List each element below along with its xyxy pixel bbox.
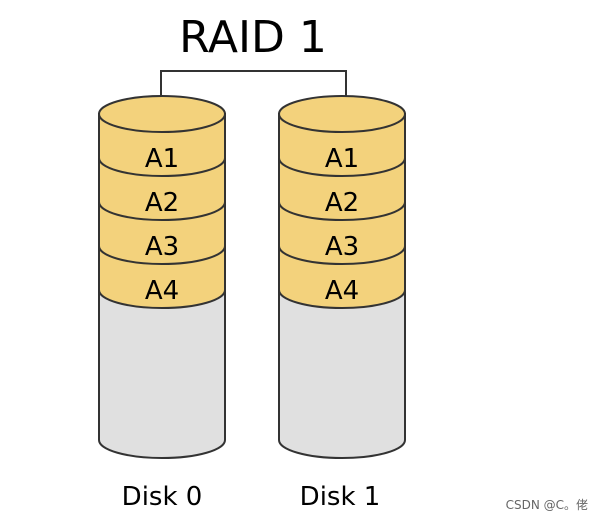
disk-1: A4 A3 A2 A1 (278, 95, 406, 459)
data-block-label: A3 (145, 232, 179, 262)
data-block-label: A4 (145, 276, 179, 306)
data-block-label: A2 (145, 188, 179, 218)
disk-0-label: Disk 0 (122, 482, 203, 512)
disk-empty-space (278, 289, 406, 459)
data-block-label: A1 (325, 144, 359, 174)
watermark: CSDN @C。佬 (505, 498, 588, 512)
disk-top-cap (278, 95, 406, 133)
disk-1-label: Disk 1 (300, 482, 381, 512)
data-block-label: A3 (325, 232, 359, 262)
disk-empty-space (98, 289, 226, 459)
disk-top-cap (98, 95, 226, 133)
disk-0: A4 A3 A2 A1 (98, 95, 226, 459)
data-block-label: A2 (325, 188, 359, 218)
mirror-connector (160, 70, 347, 114)
diagram-title: RAID 1 (179, 12, 327, 63)
data-block-label: A4 (325, 276, 359, 306)
data-block-label: A1 (145, 144, 179, 174)
